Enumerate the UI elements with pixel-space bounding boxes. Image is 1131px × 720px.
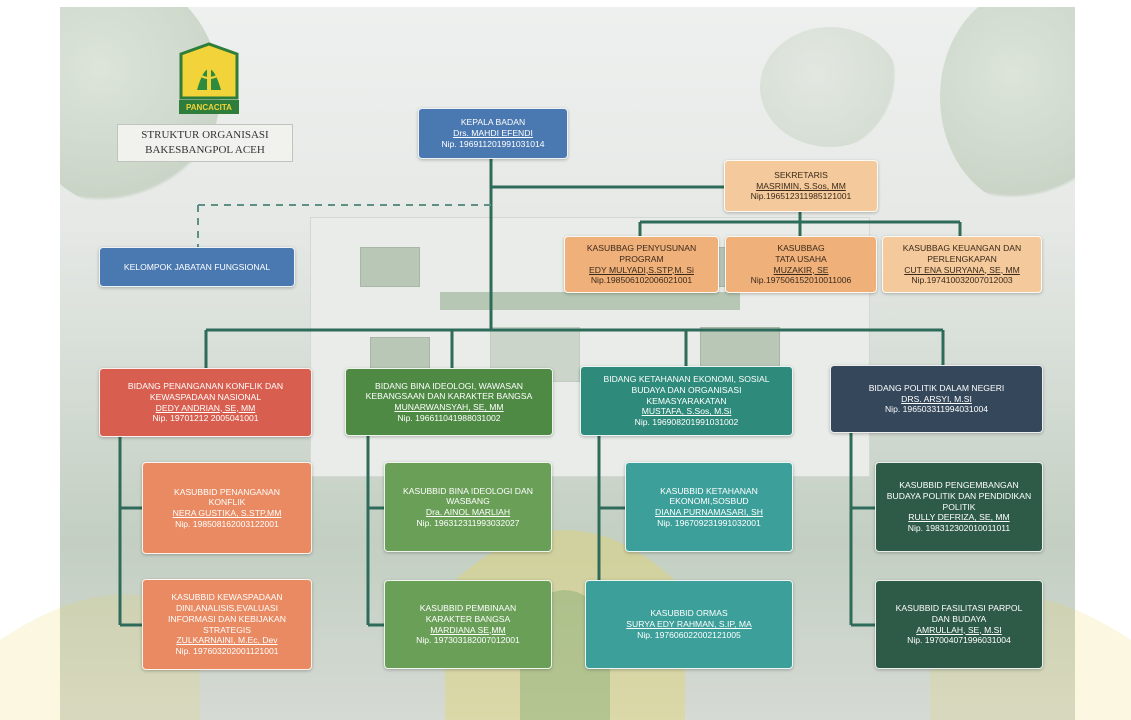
- bidang-nip: Nip. 196611041988031002: [397, 412, 501, 423]
- kasubbid-title: KASUBBID PENGEMBANGAN: [899, 480, 1019, 491]
- kasubbid-title: KASUBBID PENANGANAN: [173, 486, 281, 497]
- kepala-title: KEPALA BADAN: [460, 117, 526, 128]
- kasubbid-ormas-box: KASUBBID ORMAS SURYA EDY RAHMAN, S.IP, M…: [585, 580, 793, 669]
- kasubbid-name: RULLY DEFRIZA, SE, MM: [908, 512, 1010, 523]
- kasubbid-title: POLITIK: [942, 501, 976, 512]
- kasubbag-nip: Nip.197410032007012003: [911, 275, 1013, 286]
- bidang-name: MUSTAFA, S.Sos, M.Si: [641, 406, 732, 417]
- kasubbid-nip: Nip. 196709231991032001: [657, 517, 761, 528]
- kelompok-title: KELOMPOK JABATAN FUNGSIONAL: [123, 261, 271, 272]
- kasubbag-keuangan-box: KASUBBAG KEUANGAN DAN PERLENGKAPAN CUT E…: [882, 236, 1042, 293]
- bidang-konflik-box: BIDANG PENANGANAN KONFLIK DAN KEWASPADAA…: [99, 368, 312, 437]
- kasubbid-nip: Nip. 197303182007012001: [416, 635, 520, 646]
- bidang-nip: Nip. 196908201991031002: [634, 417, 739, 428]
- kasubbid-title: KASUBBID FASILITASI PARPOL: [895, 603, 1023, 614]
- bidang-name: DRS. ARSYI, M.SI: [901, 393, 972, 404]
- bidang-ideologi-box: BIDANG BINA IDEOLOGI, WAWASAN KEBANGSAAN…: [345, 368, 553, 436]
- title-line-1: STRUKTUR ORGANISASI: [141, 129, 269, 142]
- kasubbid-budaya-politik-box: KASUBBID PENGEMBANGAN BUDAYA POLITIK DAN…: [875, 462, 1043, 552]
- bidang-title: BIDANG KETAHANAN EKONOMI, SOSIAL: [603, 374, 770, 385]
- kasubbid-nip: Nip. 198508162003122001: [175, 518, 279, 529]
- kasubbid-nip: Nip. 197606022002121005: [637, 629, 741, 640]
- bidang-ekonomi-box: BIDANG KETAHANAN EKONOMI, SOSIAL BUDAYA …: [580, 366, 793, 436]
- sekretaris-box: SEKRETARIS MASRIMIN, S.Sos, MM Nip.19651…: [724, 160, 878, 212]
- kasubbid-title: KONFLIK: [208, 497, 246, 508]
- kasubbag-program-box: KASUBBAG PENYUSUNAN PROGRAM EDY MULYADI,…: [564, 236, 719, 293]
- kasubbid-ketahanan-ekonomi-box: KASUBBID KETAHANAN EKONOMI,SOSBUD DIANA …: [625, 462, 793, 552]
- kasubbid-fasilitasi-parpol-box: KASUBBID FASILITASI PARPOL DAN BUDAYA AM…: [875, 580, 1043, 669]
- kasubbag-name: CUT ENA SURYANA, SE, MM: [904, 264, 1020, 275]
- kasubbag-title: PROGRAM: [619, 253, 664, 264]
- bidang-nip: Nip. 19701212 2005041001: [152, 413, 259, 424]
- kasubbid-kewaspadaan-box: KASUBBID KEWASPADAAN DINI,ANALISIS,EVALU…: [142, 579, 312, 670]
- kasubbid-name: MARDIANA SE,MM: [430, 624, 506, 635]
- bidang-title: BUDAYA DAN ORGANISASI: [631, 384, 742, 395]
- kasubbid-penanganan-konflik-box: KASUBBID PENANGANAN KONFLIK NERA GUSTIKA…: [142, 462, 312, 554]
- kepala-nip: Nip. 196911201991031014: [441, 138, 545, 149]
- pancacita-logo: PANCACITA: [179, 42, 239, 114]
- kasubbid-title: KASUBBID KETAHANAN: [660, 485, 758, 496]
- bidang-name: DEDY ANDRIAN, SE, MM: [155, 402, 256, 413]
- kasubbag-title: KASUBBAG KEUANGAN DAN: [902, 243, 1022, 254]
- svg-text:PANCACITA: PANCACITA: [186, 103, 232, 112]
- sekretaris-nip: Nip.196512311985121001: [750, 191, 852, 202]
- kasubbid-nip: Nip. 197603202001121001: [175, 645, 279, 656]
- kasubbid-title: KASUBBID BINA IDEOLOGI DAN: [403, 485, 533, 496]
- kasubbid-name: Dra. AINOL MARLIAH: [425, 507, 511, 517]
- bidang-title: BIDANG BINA IDEOLOGI, WAWASAN: [374, 380, 524, 391]
- kasubbid-title: KASUBBID PEMBINAAN: [419, 603, 517, 614]
- title-line-2: BAKESBANGPOL ACEH: [145, 144, 265, 156]
- kasubbid-pembinaan-karakter-box: KASUBBID PEMBINAAN KARAKTER BANGSA MARDI…: [384, 580, 552, 669]
- kepala-badan-box: KEPALA BADAN Drs. MAHDI EFENDI Nip. 1969…: [418, 108, 568, 159]
- kasubbid-nip: Nip. 197004071996031004: [907, 635, 1011, 646]
- kasubbag-tata-usaha-box: KASUBBAG TATA USAHA MUZAKIR, SE Nip.1975…: [725, 236, 877, 293]
- kasubbid-title: BUDAYA POLITIK DAN PENDIDIKAN: [886, 490, 1032, 501]
- kasubbid-name: ZULKARNAINI, M.Ec, Dev: [176, 635, 278, 646]
- kasubbid-title: INFORMASI DAN KEBIJAKAN: [168, 613, 286, 624]
- sekretaris-title: SEKRETARIS: [774, 169, 828, 180]
- kasubbid-title: STRATEGIS: [202, 624, 252, 635]
- bidang-title: KEMASYARAKATAN: [646, 395, 727, 406]
- kasubbid-title: KASUBBID ORMAS: [650, 608, 728, 619]
- kasubbid-name: NERA GUSTIKA, S.STP,MM: [172, 508, 282, 518]
- kelompok-jabatan-box: KELOMPOK JABATAN FUNGSIONAL: [99, 247, 295, 287]
- kasubbid-title: KASUBBID KEWASPADAAN: [171, 592, 283, 603]
- kasubbid-title: WASBANG: [446, 496, 490, 507]
- kasubbag-title: KASUBBAG PENYUSUNAN: [586, 243, 697, 254]
- bidang-title: KEWASPADAAN NASIONAL: [149, 391, 262, 402]
- kasubbag-nip: Nip.197506152010011006: [750, 275, 852, 286]
- kasubbid-name: DIANA PURNAMASARI, SH: [655, 507, 763, 517]
- chart-title: STRUKTUR ORGANISASI BAKESBANGPOL ACEH: [117, 124, 293, 162]
- kepala-name: Drs. MAHDI EFENDI: [453, 128, 533, 139]
- bidang-name: MUNARWANSYAH, SE, MM: [394, 402, 504, 412]
- kasubbag-title: KASUBBAG: [777, 243, 825, 254]
- kasubbid-title: EKONOMI,SOSBUD: [669, 496, 749, 507]
- bidang-politik-box: BIDANG POLITIK DALAM NEGERI DRS. ARSYI, …: [830, 365, 1043, 433]
- bidang-title: KEBANGSAAN DAN KARAKTER BANGSA: [365, 391, 533, 402]
- kasubbid-title: KARAKTER BANGSA: [425, 613, 511, 624]
- kasubbid-name: AMRULLAH, SE, M.SI: [916, 624, 1002, 635]
- kasubbid-name: SURYA EDY RAHMAN, S.IP, MA: [626, 619, 752, 630]
- kasubbid-nip: Nip. 196312311993032027: [416, 517, 520, 528]
- kasubbid-bina-ideologi-box: KASUBBID BINA IDEOLOGI DAN WASBANG Dra. …: [384, 462, 552, 552]
- bidang-title: BIDANG POLITIK DALAM NEGERI: [868, 382, 1005, 393]
- kasubbag-name: MUZAKIR, SE: [773, 264, 829, 275]
- kasubbid-title: DINI,ANALISIS,EVALUASI: [175, 603, 279, 614]
- kasubbid-title: DAN BUDAYA: [931, 613, 987, 624]
- sekretaris-name: MASRIMIN, S.Sos, MM: [756, 180, 846, 191]
- kasubbag-nip: Nip.198506102006021001: [590, 275, 693, 286]
- bidang-title: BIDANG PENANGANAN KONFLIK DAN: [127, 381, 284, 392]
- kasubbag-name: EDY MULYADI,S.STP,M. Si: [589, 264, 694, 275]
- bidang-nip: Nip. 196503311994031004: [884, 404, 989, 415]
- kasubbid-nip: Nip. 198312302010011011: [907, 523, 1011, 534]
- kasubbag-title: TATA USAHA: [775, 253, 827, 264]
- kasubbag-title: PERLENGKAPAN: [927, 253, 997, 264]
